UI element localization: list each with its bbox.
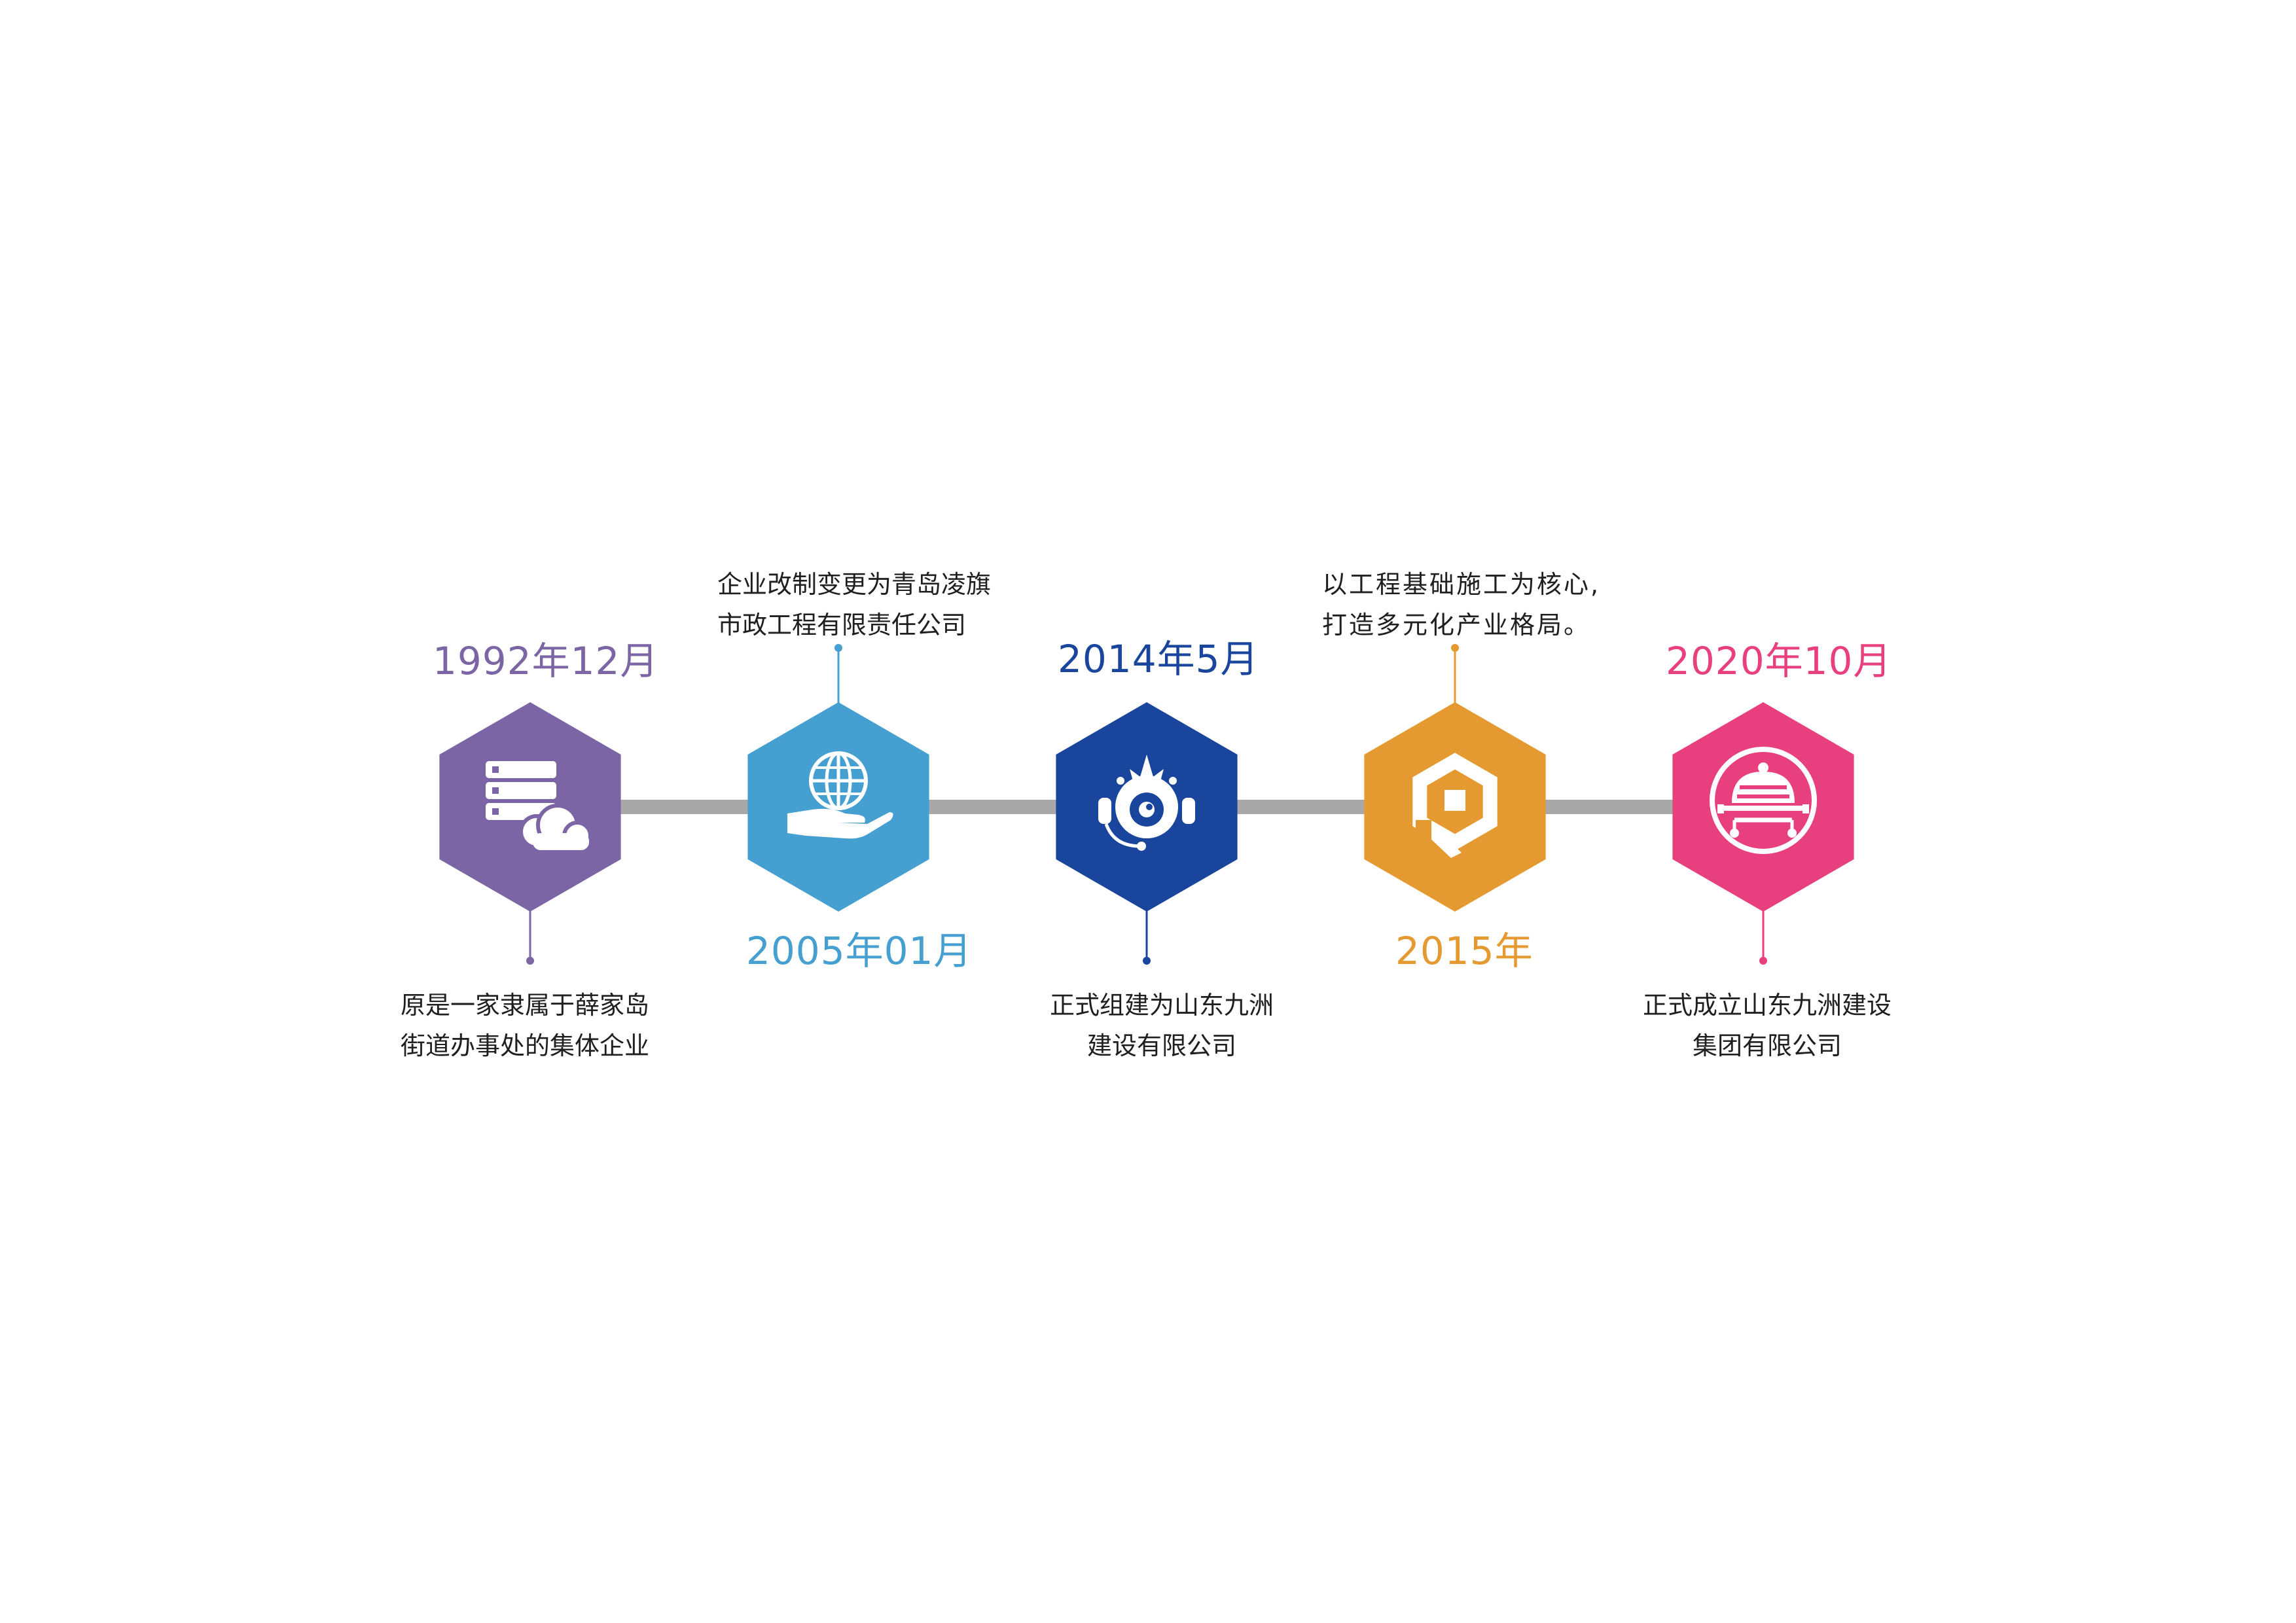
milestone-date-1992: 1992年12月 bbox=[433, 639, 659, 683]
milestone-desc-2014: 正式组建为山东九洲 建设有限公司 bbox=[1049, 991, 1274, 1060]
milestone-desc-2015: 以工程基础施工为核心, 打造多元化产业格局。 bbox=[1322, 570, 1601, 639]
milestone-desc-1992: 原是一家隶属于薛家岛 街道办事处的集体企业 bbox=[401, 991, 650, 1060]
server-cloud-icon bbox=[486, 761, 592, 851]
stem-dot-1992 bbox=[526, 957, 534, 965]
stem-dot-2020 bbox=[1759, 957, 1767, 965]
robot-head-icon bbox=[1098, 755, 1195, 851]
milestone-desc-2020: 正式成立山东九洲建设 集团有限公司 bbox=[1642, 991, 1892, 1060]
globe-in-hand-icon bbox=[787, 751, 893, 839]
hexagon-logo-icon bbox=[1412, 753, 1498, 858]
service-dome-icon bbox=[1710, 747, 1817, 854]
milestone-desc-2005: 企业改制变更为青岛凌旗 市政工程有限责任公司 bbox=[717, 570, 992, 639]
milestone-date-2005: 2005年01月 bbox=[746, 929, 973, 973]
milestone-date-2020: 2020年10月 bbox=[1666, 639, 1892, 683]
milestone-date-2015: 2015年 bbox=[1395, 929, 1534, 973]
stem-dot-2015 bbox=[1451, 644, 1459, 652]
stem-dot-2005 bbox=[834, 644, 842, 652]
milestone-date-2014: 2014年5月 bbox=[1058, 637, 1259, 681]
stem-dot-2014 bbox=[1143, 957, 1151, 965]
